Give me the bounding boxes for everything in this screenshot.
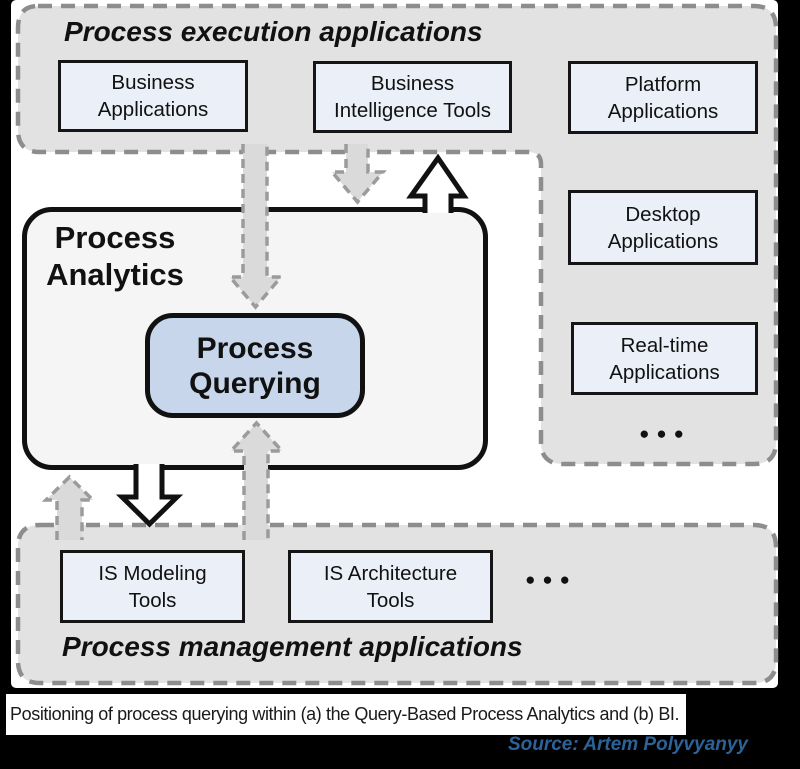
business-applications-box: Business Applications (58, 60, 248, 132)
execution-region-title: Process execution applications (64, 16, 483, 47)
desktop-applications-box: Desktop Applications (568, 190, 758, 265)
business-intelligence-tools-label: Business Intelligence Tools (334, 72, 491, 122)
desktop-applications-label: Desktop Applications (607, 202, 719, 253)
platform-applications-box: Platform Applications (568, 61, 758, 134)
management-region-title: Process management applications (62, 631, 523, 662)
is-modeling-tools-box: IS Modeling Tools (60, 550, 245, 623)
platform-applications-label: Platform Applications (607, 72, 719, 123)
management-ellipsis: ●●● (525, 570, 577, 589)
source-credit: Source: Artem Polyvyanyy (507, 734, 748, 755)
platform-ellipsis: ●●● (639, 424, 691, 443)
is-architecture-tools-label: IS Architecture Tools (323, 561, 458, 612)
process-querying-box: Process Querying (145, 313, 365, 418)
is-modeling-tools-label: IS Modeling Tools (98, 561, 207, 612)
realtime-applications-label: Real-time Applications (609, 333, 720, 384)
realtime-applications-box: Real-time Applications (571, 322, 758, 395)
is-architecture-tools-box: IS Architecture Tools (288, 550, 493, 623)
business-intelligence-tools-box: Business Intelligence Tools (313, 61, 512, 133)
business-applications-label: Business Applications (97, 71, 209, 121)
figure-caption: Positioning of process querying within (… (6, 694, 687, 735)
process-querying-label: Process Querying (189, 331, 321, 400)
process-analytics-label: Process Analytics (46, 220, 184, 292)
